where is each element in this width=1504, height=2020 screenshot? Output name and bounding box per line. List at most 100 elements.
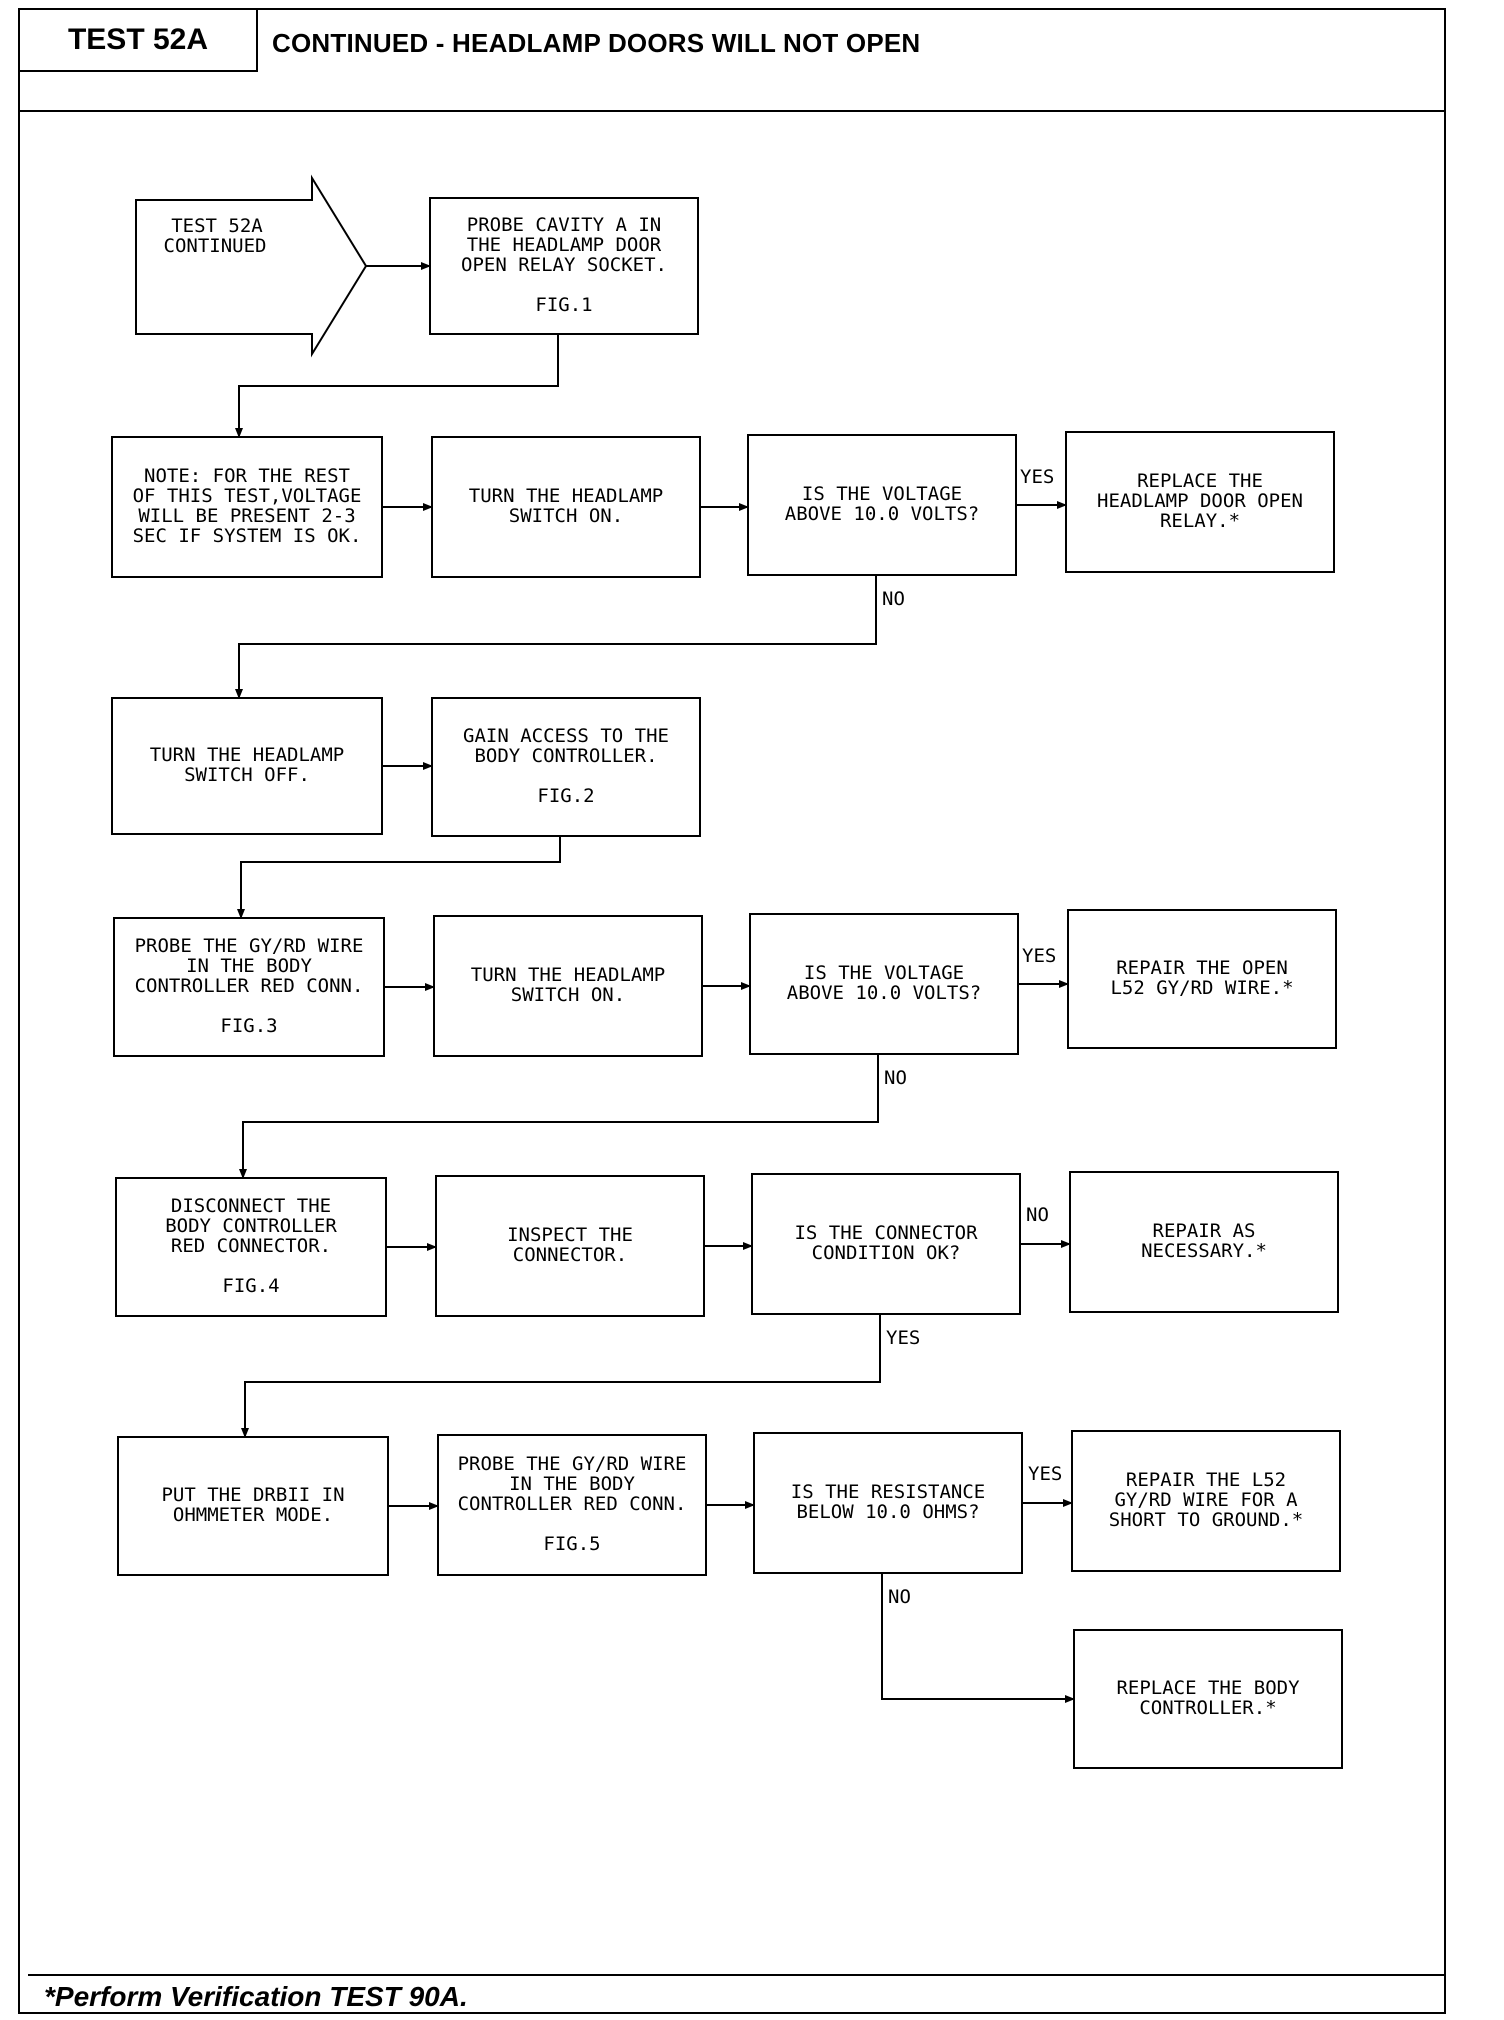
flow-box-line: TURN THE HEADLAMP [469, 485, 663, 507]
flow-box-outline [431, 436, 701, 578]
flow-box-outline [747, 434, 1017, 576]
flow-box-line: PROBE THE GY/RD WIRE [135, 935, 364, 957]
flow-box-line: CONTROLLER RED CONN. [458, 1493, 687, 1515]
flow-box-outline [429, 197, 699, 335]
flow-box-outline [437, 1434, 707, 1576]
flow-box-line: THE HEADLAMP DOOR [467, 234, 662, 256]
flow-box-line: REPAIR THE L52 [1126, 1469, 1286, 1491]
flow-box-outline [1073, 1629, 1343, 1769]
flow-box-outline [1071, 1430, 1341, 1572]
connector-b10-b12 [239, 1054, 879, 1179]
flow-box-outline [753, 1432, 1023, 1574]
flow-box-line: IN THE BODY [186, 955, 312, 977]
flow-box-line: OF THIS TEST,VOLTAGE [133, 485, 362, 507]
test-id-badge: TEST 52A [18, 8, 258, 72]
flow-box-line: FIG.5 [543, 1533, 600, 1555]
flow-box-outline [113, 917, 385, 1057]
flow-box-outline [111, 436, 383, 578]
flow-box-outline [111, 697, 383, 835]
verification-note: *Perform Verification TEST 90A. [44, 1981, 468, 2012]
header-divider [18, 110, 1446, 112]
flow-box-line: TURN THE HEADLAMP [150, 744, 344, 766]
flow-box-outline [1065, 431, 1335, 573]
flow-box-line: BELOW 10.0 OHMS? [796, 1501, 979, 1523]
flow-box-line: CONTROLLER RED CONN. [135, 975, 364, 997]
flowchart-connectors [235, 262, 1075, 1703]
edge-label-e4_no: NO [882, 588, 905, 610]
flow-box-line: ABOVE 10.0 VOLTS? [785, 503, 979, 525]
flow-box-outline [431, 697, 701, 837]
start-node [135, 174, 368, 358]
flow-box-line: REPLACE THE BODY [1116, 1677, 1300, 1699]
edge-label-e4_yes: YES [1020, 466, 1054, 488]
flow-box-line: OHMMETER MODE. [173, 1504, 333, 1526]
flow-box-line: IN THE BODY [509, 1473, 635, 1495]
flow-box-line: REPAIR AS [1153, 1220, 1256, 1242]
connector-b14-b16 [241, 1314, 881, 1438]
flow-box-line: PUT THE DRBII IN [161, 1484, 344, 1506]
flow-box-line: INSPECT THE [507, 1224, 633, 1246]
connector-b7-b8 [237, 836, 561, 919]
edge-label-e14_no: NO [1026, 1204, 1049, 1226]
start-node-line: TEST 52A [171, 215, 263, 237]
flow-box-line: TURN THE HEADLAMP [471, 964, 665, 986]
connector-b1-b2 [235, 334, 559, 438]
flow-box-line: PROBE THE GY/RD WIRE [458, 1453, 687, 1475]
connector-b4-b6 [235, 575, 877, 699]
edge-label-e18_yes: YES [1028, 1463, 1062, 1485]
page-title: CONTINUED - HEADLAMP DOORS WILL NOT OPEN [272, 28, 921, 58]
flow-box-line: PROBE CAVITY A IN [467, 214, 661, 236]
flow-box-outline [117, 1436, 389, 1576]
flow-box-line: SWITCH OFF. [184, 764, 310, 786]
flow-box-line: REPAIR THE OPEN [1116, 957, 1288, 979]
flow-box-line: L52 GY/RD WIRE.* [1110, 977, 1293, 999]
flow-box-line: GY/RD WIRE FOR A [1114, 1489, 1298, 1511]
flow-box-line: FIG.2 [537, 785, 594, 807]
flow-box-line: IS THE VOLTAGE [804, 962, 964, 984]
start-node-line: CONTINUED [164, 235, 267, 257]
flow-box-line: GAIN ACCESS TO THE [463, 725, 669, 747]
flow-box-line: DISCONNECT THE [171, 1195, 331, 1217]
flow-box-line: OPEN RELAY SOCKET. [461, 254, 667, 276]
flow-box-line: SWITCH ON. [509, 505, 623, 527]
flow-box-line: CONTROLLER.* [1139, 1697, 1276, 1719]
flow-box-line: RELAY.* [1160, 510, 1240, 532]
edge-label-e14_yes: YES [886, 1327, 920, 1349]
flow-box-line: BODY CONTROLLER [165, 1215, 337, 1237]
flow-box-line: FIG.3 [220, 1015, 277, 1037]
footer-divider [28, 1974, 1446, 1976]
connector-b18-b20 [881, 1573, 1075, 1703]
edge-label-e18_no: NO [888, 1586, 911, 1608]
flow-box-outline [749, 913, 1019, 1055]
flow-box-line: HEADLAMP DOOR OPEN [1097, 490, 1303, 512]
flow-box-line: SEC IF SYSTEM IS OK. [133, 525, 362, 547]
flow-box-line: SWITCH ON. [511, 984, 625, 1006]
flow-box-outline [1069, 1171, 1339, 1313]
flow-box-line: NECESSARY.* [1141, 1240, 1267, 1262]
flow-box-outline [1067, 909, 1337, 1049]
flow-box-line: IS THE VOLTAGE [802, 483, 962, 505]
flow-box-line: SHORT TO GROUND.* [1109, 1509, 1303, 1531]
flow-box-outline [115, 1177, 387, 1317]
flow-box-line: BODY CONTROLLER. [474, 745, 657, 767]
flow-box-line: FIG.4 [222, 1275, 279, 1297]
flow-box-line: REPLACE THE [1137, 470, 1263, 492]
